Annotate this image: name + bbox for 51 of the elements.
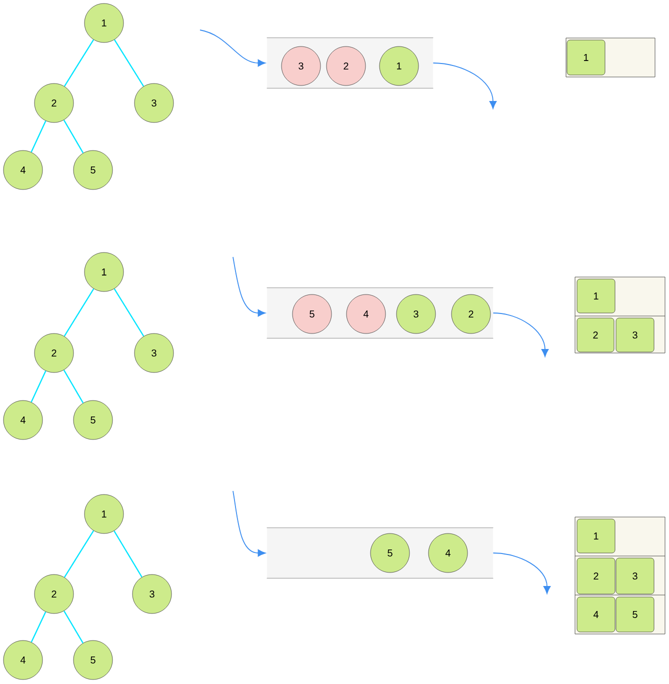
tree-node: 4 [3, 150, 43, 190]
tree-node: 3 [132, 574, 172, 614]
queue-node: 4 [346, 294, 386, 334]
tree-node: 5 [73, 640, 113, 680]
curved-arrow [232, 490, 266, 557]
queue-node: 5 [370, 533, 410, 573]
curved-arrow [492, 552, 551, 594]
tree-edge [30, 370, 46, 402]
tree-edge [64, 39, 94, 87]
tree-edge [30, 120, 46, 152]
result-cell: 4 [576, 596, 616, 632]
queue-node: 2 [326, 46, 366, 86]
curved-arrow [492, 312, 549, 357]
tree-node: 2 [34, 574, 74, 614]
curved-arrow [432, 62, 497, 109]
result-cell: 5 [616, 596, 654, 632]
curved-arrow [232, 256, 266, 317]
tree-node: 3 [134, 333, 174, 373]
result-cell: 2 [576, 318, 614, 352]
result-cell: 1 [576, 518, 616, 554]
tree-node: 5 [73, 400, 113, 440]
result-cell: 3 [616, 558, 654, 594]
result-cell: 1 [566, 40, 606, 76]
result-cell: 2 [576, 558, 616, 594]
tree-edge [114, 288, 144, 337]
tree-edge [30, 612, 46, 642]
tree-edge [64, 288, 94, 337]
tree-edge [64, 610, 84, 644]
tree-edge [114, 39, 144, 87]
curved-arrow [200, 30, 266, 67]
tree-node: 1 [84, 3, 124, 43]
tree-node: 3 [134, 83, 174, 123]
tree-edge [114, 530, 142, 578]
tree-node: 4 [3, 400, 43, 440]
tree-edge [64, 530, 94, 578]
result-cell: 1 [576, 278, 616, 314]
queue-node: 1 [379, 46, 419, 86]
queue-node: 3 [396, 294, 436, 334]
tree-edge [63, 120, 84, 154]
tree-node: 1 [84, 252, 124, 292]
queue-node: 5 [292, 294, 332, 334]
tree-node: 1 [84, 494, 124, 534]
tree-node: 4 [3, 640, 43, 680]
result-cell: 3 [616, 318, 654, 352]
tree-edge [63, 370, 84, 404]
tree-node: 5 [73, 150, 113, 190]
tree-node: 2 [34, 333, 74, 373]
tree-node: 2 [34, 83, 74, 123]
queue-node: 3 [281, 46, 321, 86]
queue-node: 2 [451, 294, 491, 334]
queue-node: 4 [428, 533, 468, 573]
